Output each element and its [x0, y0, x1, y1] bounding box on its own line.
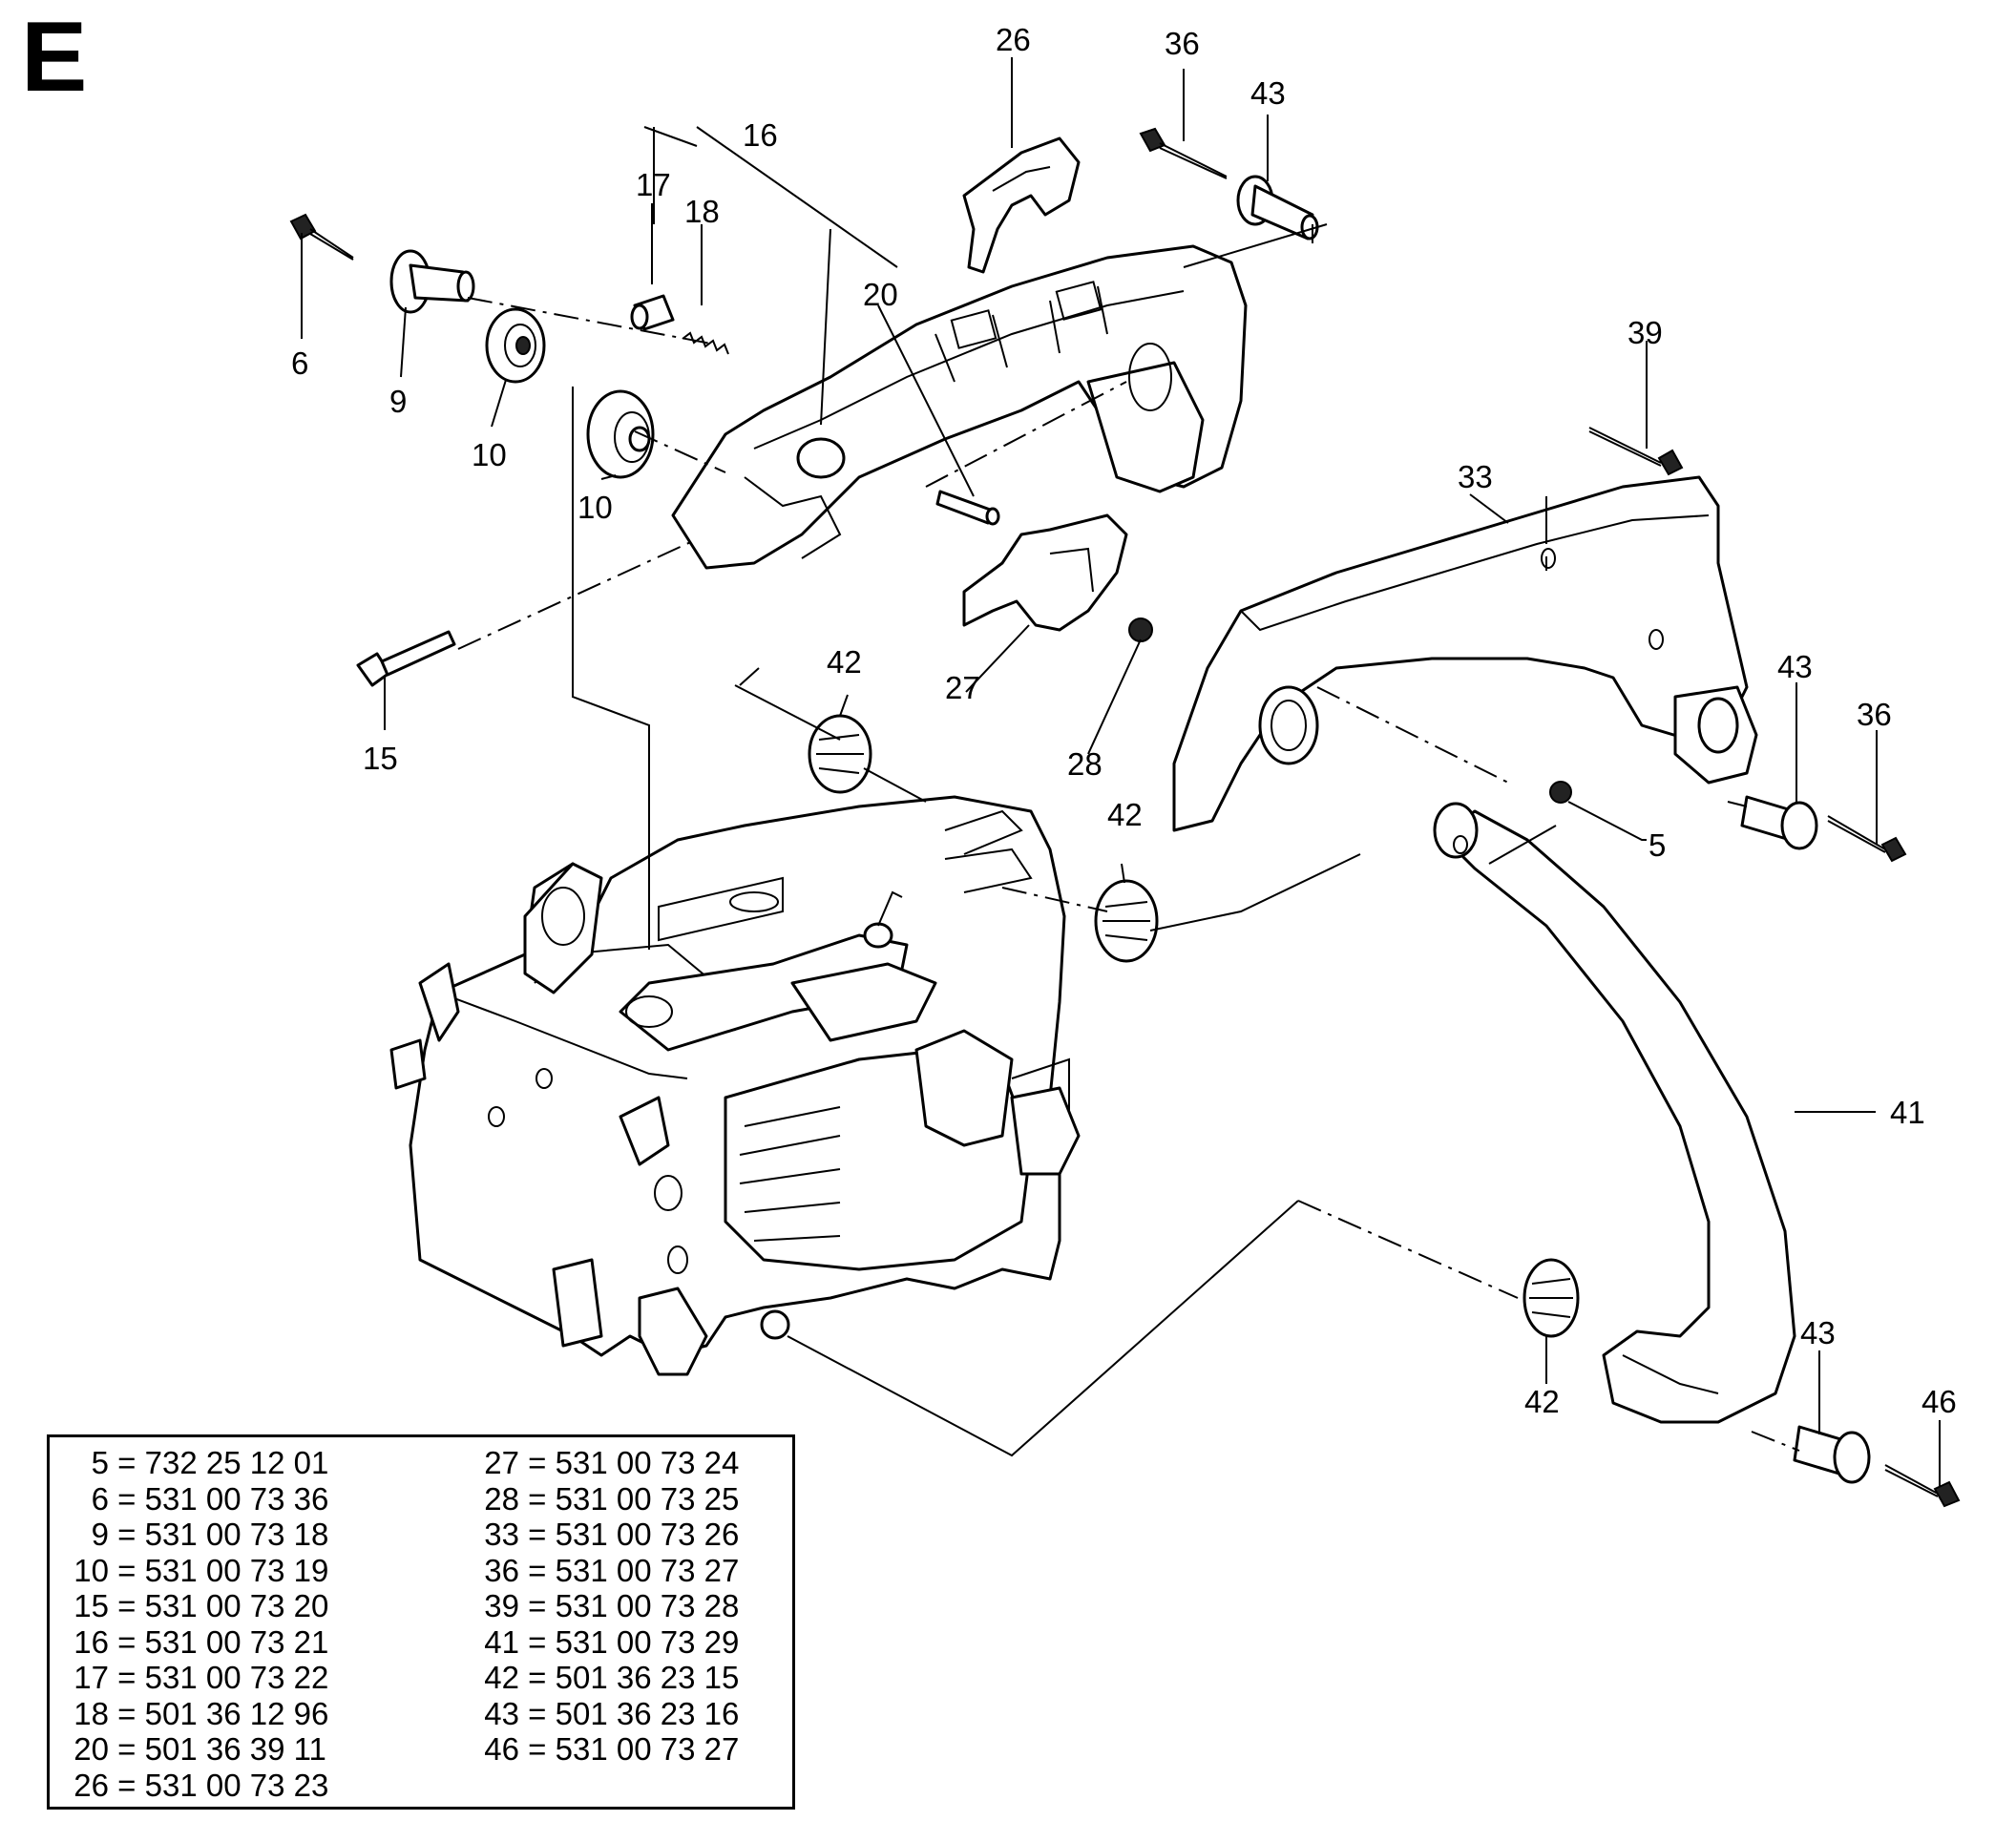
callout-6: 6	[291, 345, 308, 381]
callout-43: 43	[1777, 649, 1813, 684]
trigger-part-26	[962, 136, 1081, 274]
parts-row: 36 = 531 00 73 27	[484, 1552, 740, 1588]
grommet-part-10-a	[485, 307, 546, 384]
parts-row: 6 = 531 00 73 36	[91, 1480, 329, 1517]
callout-10: 10	[472, 437, 507, 472]
parts-row: 27 = 531 00 73 24	[484, 1445, 740, 1480]
parts-row: 46 = 531 00 73 27	[484, 1731, 740, 1767]
pin-part-20	[935, 490, 1000, 526]
screw-part-36-top	[1139, 127, 1228, 179]
callout-9: 9	[389, 384, 407, 419]
callout-5: 5	[1648, 827, 1666, 863]
sleeve-part-9	[389, 249, 475, 314]
callout-41: 41	[1890, 1095, 1925, 1130]
parts-row: 10 = 531 00 73 19	[74, 1552, 329, 1588]
callout-42: 42	[1524, 1384, 1560, 1419]
callout-43: 43	[1250, 75, 1286, 111]
grommet-part-42-b	[1094, 879, 1159, 963]
parts-column-right: 27 = 531 00 73 24 28 = 531 00 73 25 33 =…	[473, 1445, 788, 1768]
bolt-part-15	[356, 630, 456, 687]
engine-body	[389, 795, 1081, 1376]
sleeve-part-43-top	[1236, 175, 1319, 241]
callout-15: 15	[363, 741, 398, 776]
screw-part-39	[1588, 427, 1684, 476]
leader-lines	[301, 57, 1941, 1487]
callout-18: 18	[684, 194, 720, 229]
section-letter: E	[21, 2, 88, 113]
parts-row: 42 = 501 36 23 15	[484, 1660, 740, 1695]
parts-row: 5 = 732 25 12 01	[91, 1445, 329, 1480]
nut-part-28	[1128, 617, 1153, 642]
parts-row: 16 = 531 00 73 21	[74, 1623, 329, 1660]
callout-43: 43	[1800, 1315, 1836, 1350]
callout-27: 27	[945, 670, 980, 705]
grommet-part-42-c	[1522, 1258, 1580, 1338]
screw-part-6	[289, 213, 354, 261]
parts-row: 39 = 531 00 73 28	[484, 1588, 740, 1623]
callout-26: 26	[996, 22, 1031, 57]
handle-support-part-33	[1172, 475, 1758, 832]
throttle-lockout-part-27	[962, 513, 1128, 632]
parts-number-table: 5 = 732 25 12 01 6 = 531 00 73 36 9 = 53…	[47, 1434, 795, 1810]
parts-row: 43 = 501 36 23 16	[484, 1695, 740, 1731]
callout-39: 39	[1628, 315, 1663, 350]
parts-row: 41 = 531 00 73 29	[484, 1623, 740, 1660]
screw-part-36-right	[1827, 815, 1907, 863]
grommet-part-42-a	[808, 714, 872, 794]
parts-row: 28 = 531 00 73 25	[484, 1480, 740, 1517]
rear-handle-part-16	[671, 244, 1248, 570]
sleeve-part-17	[630, 294, 675, 331]
parts-row: 17 = 531 00 73 22	[74, 1660, 329, 1695]
spring-part-18	[682, 331, 729, 355]
parts-row: 26 = 531 00 73 23	[74, 1767, 329, 1803]
parts-row: 9 = 531 00 73 18	[91, 1517, 329, 1552]
screw-part-46	[1884, 1464, 1961, 1508]
callout-20: 20	[863, 277, 898, 312]
front-handle-part-41	[1433, 802, 1796, 1424]
sleeve-part-43-mid	[1740, 795, 1818, 850]
parts-column-left: 5 = 732 25 12 01 6 = 531 00 73 36 9 = 53…	[63, 1445, 378, 1803]
parts-row: 33 = 531 00 73 26	[484, 1517, 740, 1552]
callout-17: 17	[636, 167, 671, 202]
parts-row: 20 = 501 36 39 11	[74, 1731, 326, 1767]
callout-16: 16	[743, 117, 778, 153]
callout-10: 10	[578, 490, 613, 525]
grommet-part-10-b	[586, 389, 655, 479]
callout-33: 33	[1458, 459, 1493, 494]
nut-part-5	[1549, 781, 1572, 804]
callout-36: 36	[1857, 697, 1892, 732]
callout-42: 42	[827, 644, 862, 680]
callout-46: 46	[1922, 1384, 1957, 1419]
parts-row: 18 = 501 36 12 96	[74, 1695, 329, 1731]
callout-36: 36	[1165, 26, 1200, 61]
callout-28: 28	[1067, 746, 1102, 782]
sleeve-part-43-bottom	[1793, 1425, 1871, 1484]
parts-row: 15 = 531 00 73 20	[74, 1588, 329, 1623]
callout-42: 42	[1107, 797, 1143, 832]
callout-labels: 6 9 10 10 15 16 17 18 20 26 36 43 39 33 …	[291, 22, 1957, 1419]
